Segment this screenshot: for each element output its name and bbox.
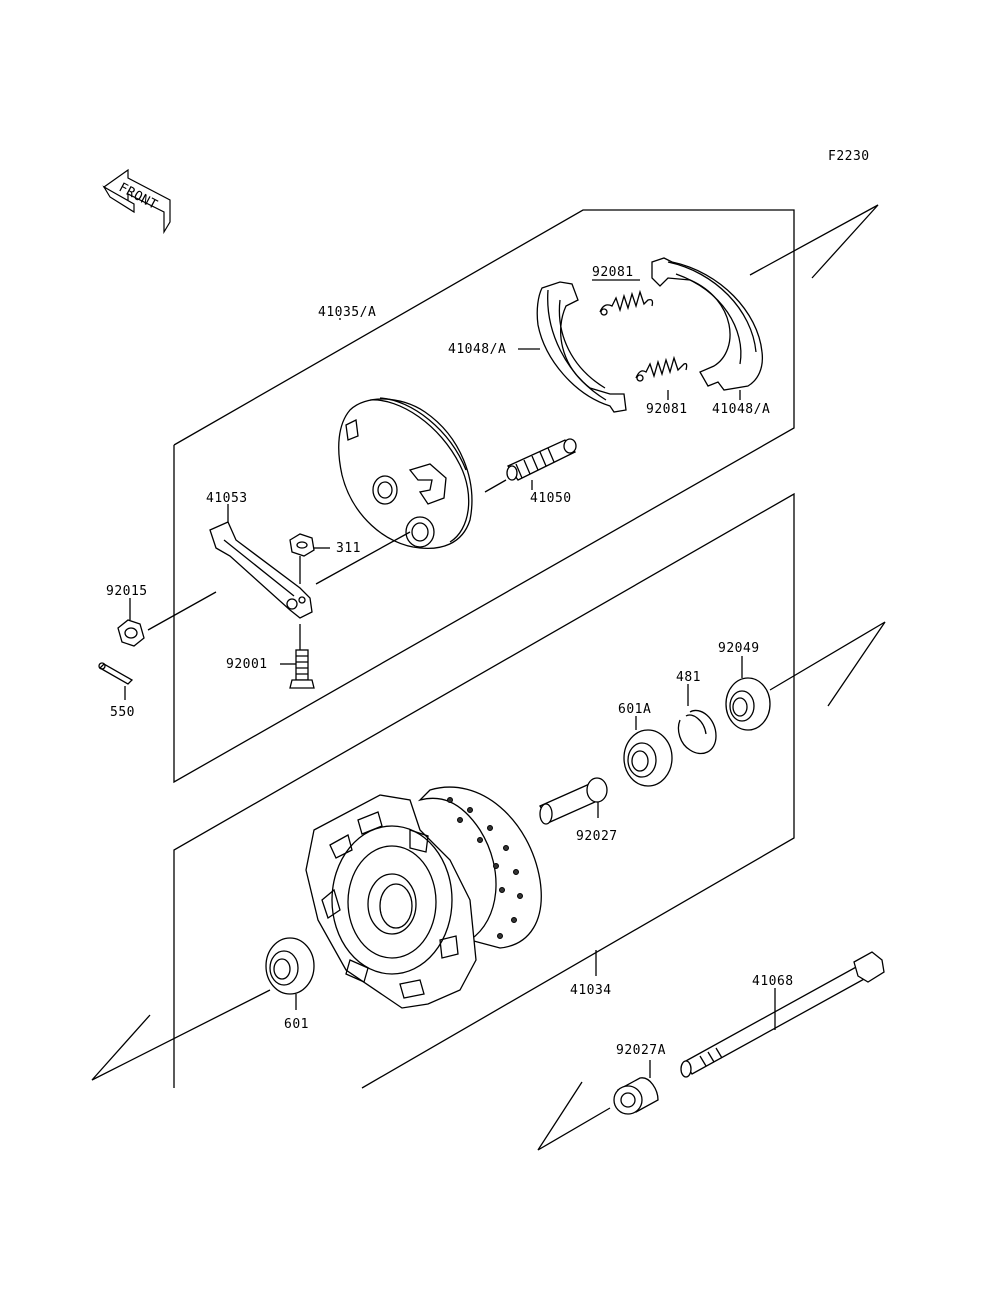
label-41053: 41053 <box>206 491 248 506</box>
brake-shoe-left <box>536 281 627 413</box>
brake-shoe-right <box>651 257 764 391</box>
label-41048a-left: 41048/A <box>448 342 506 357</box>
circlip-481 <box>677 709 717 755</box>
nut-311 <box>289 533 315 557</box>
brake-panel <box>338 397 473 550</box>
label-41068: 41068 <box>752 974 794 989</box>
label-92027a: 92027A <box>616 1043 666 1058</box>
label-92001: 92001 <box>226 657 268 672</box>
label-41035a: 41035/A <box>318 305 376 320</box>
label-601: 601 <box>284 1017 309 1032</box>
label-92081-bottom: 92081 <box>646 402 688 417</box>
cotter-pin-550 <box>98 662 134 685</box>
drawing-code: F2230 <box>828 149 870 164</box>
brake-lever <box>209 521 313 619</box>
leader-lines <box>124 279 776 1078</box>
label-41050: 41050 <box>530 491 572 506</box>
label-92015: 92015 <box>106 584 148 599</box>
hub-spoke-holes <box>447 797 523 939</box>
hub-group-outline <box>91 492 886 1151</box>
bearing-601 <box>265 937 315 995</box>
bearing-601a <box>623 729 673 787</box>
brake-cam <box>484 438 577 493</box>
label-92049: 92049 <box>718 641 760 656</box>
spacer-92027 <box>539 777 608 825</box>
collar-92027a <box>613 1077 659 1115</box>
label-41048a-right: 41048/A <box>712 402 770 417</box>
front-arrow-icon: FRONT <box>102 168 171 235</box>
spring-upper <box>599 289 654 316</box>
label-550: 550 <box>110 705 135 720</box>
hub-flange-cutouts <box>321 811 459 999</box>
label-92081-top: 92081 <box>592 265 634 280</box>
label-481: 481 <box>676 670 701 685</box>
axle-41068 <box>680 951 885 1078</box>
bolt-92001 <box>289 649 315 689</box>
label-601a: 601A <box>618 702 651 717</box>
spring-lower <box>635 355 688 382</box>
label-41034: 41034 <box>570 983 612 998</box>
wheel-hub <box>305 786 542 1009</box>
brake-panel-group-outline <box>173 204 879 784</box>
label-311: 311 <box>336 541 361 556</box>
label-92027: 92027 <box>576 829 618 844</box>
oil-seal-92049 <box>725 677 771 731</box>
nut-92015 <box>117 619 145 647</box>
